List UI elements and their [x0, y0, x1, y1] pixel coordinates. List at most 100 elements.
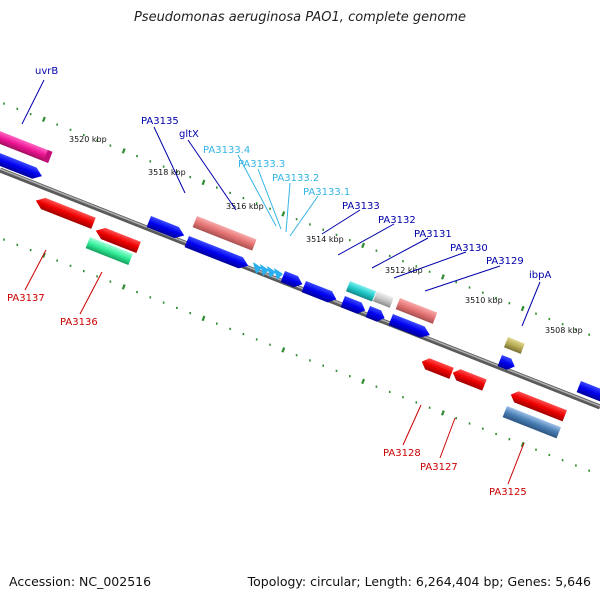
gene-label-PA3132[interactable]: PA3132 [378, 215, 416, 226]
track-dot [402, 396, 404, 399]
track-dot [468, 286, 471, 289]
track-dot [428, 270, 431, 273]
track-dot [56, 259, 58, 262]
track-dot [229, 191, 231, 194]
track-dot [508, 302, 511, 305]
track-dot [69, 264, 72, 267]
gene-label-PA3133.4[interactable]: PA3133.4 [203, 145, 250, 156]
track-dot [29, 113, 32, 116]
track-dot [136, 291, 138, 294]
gene-label-PA3137[interactable]: PA3137 [7, 293, 45, 304]
gene-label-PA3127[interactable]: PA3127 [420, 462, 458, 473]
track-dot [415, 265, 418, 268]
track-dot [322, 364, 324, 367]
track-dot [281, 211, 286, 217]
gene-PA3129[interactable] [395, 298, 438, 324]
gene-PA3133[interactable] [280, 271, 305, 290]
tick-label: 3512 kbp [385, 266, 423, 275]
gene-label-PA3129[interactable]: PA3129 [486, 256, 524, 267]
track-dot [201, 315, 206, 322]
track-dot [189, 312, 191, 315]
gene-gltX[interactable] [192, 216, 257, 251]
gene-label-ibpA[interactable]: ibpA [529, 270, 551, 281]
track-dot [309, 359, 311, 362]
gene-labels: uvrB PA3135 gltX PA3133.4 PA3133.3 PA313… [7, 66, 551, 498]
gene-PA3127[interactable] [451, 367, 487, 391]
track-dot [482, 291, 484, 294]
gene-PA3128[interactable] [420, 356, 454, 379]
track-dot [255, 202, 258, 205]
track-dot [16, 243, 19, 246]
gene-PA3136[interactable] [85, 237, 133, 266]
track-dot [375, 249, 378, 252]
track-dot [176, 306, 178, 309]
gene-label-gltX[interactable]: gltX [179, 129, 199, 140]
gene-forward-b[interactable] [365, 306, 387, 324]
track-dot [109, 280, 112, 283]
gene-PA3137[interactable] [34, 195, 96, 229]
tick-label: 3520 kbp [69, 135, 107, 144]
gene-forward-a[interactable] [340, 296, 368, 316]
gene-label-uvrB[interactable]: uvrB [35, 66, 58, 77]
track-dot [508, 438, 511, 441]
tick-label: 3508 kbp [545, 326, 583, 335]
track-dot [335, 233, 338, 236]
track-dot [83, 270, 85, 273]
gene-label-PA3128[interactable]: PA3128 [383, 448, 421, 459]
gene-forward-c[interactable] [388, 314, 432, 341]
track-dot [41, 116, 46, 123]
track-dot [242, 197, 245, 200]
gene-uvrB[interactable] [0, 127, 53, 163]
track-dot [149, 296, 152, 299]
track-dot [162, 165, 165, 168]
gene-label-PA3131[interactable]: PA3131 [414, 229, 452, 240]
gene-PA3132[interactable] [301, 281, 339, 305]
gene-label-PA3135[interactable]: PA3135 [141, 116, 179, 127]
track-dot [535, 448, 537, 451]
gene-forward-right[interactable] [576, 381, 600, 404]
track-dot [361, 378, 366, 385]
track-dot [482, 427, 484, 430]
track-dot [535, 312, 537, 315]
gene-PA3135[interactable] [146, 216, 187, 241]
track-dot [216, 322, 218, 325]
track-dot [415, 401, 418, 404]
tick-label: 3516 kbp [226, 202, 264, 211]
gene-PA3126[interactable] [509, 389, 567, 422]
gene-forward-d[interactable] [497, 355, 517, 372]
track-dot [440, 274, 445, 280]
gene-features [0, 127, 600, 439]
gene-PA3130[interactable] [372, 291, 394, 308]
track-dot [361, 242, 366, 249]
track-dot [216, 186, 218, 189]
gene-label-PA3133.2[interactable]: PA3133.2 [272, 173, 319, 184]
track-dot [548, 453, 551, 457]
gene-label-PA3133.1[interactable]: PA3133.1 [303, 187, 350, 198]
track-dot [121, 284, 126, 290]
track-dot [520, 305, 525, 312]
gene-forward-left[interactable] [0, 150, 44, 182]
gene-label-PA3133.3[interactable]: PA3133.3 [238, 159, 285, 170]
gene-PA3131[interactable] [345, 281, 377, 302]
gene-PA3137-b[interactable] [94, 225, 141, 254]
gene-label-PA3130[interactable]: PA3130 [450, 243, 488, 254]
gene-PA3125[interactable] [502, 406, 561, 439]
track-dot [83, 134, 85, 137]
track-dot [176, 170, 178, 173]
gene-label-PA3133[interactable]: PA3133 [342, 201, 380, 212]
track-dot [3, 102, 5, 105]
track-dot [136, 155, 138, 158]
track-dot [322, 228, 324, 231]
rna-genes[interactable] [253, 262, 283, 280]
gene-label-PA3125[interactable]: PA3125 [489, 487, 527, 498]
track-dot [255, 338, 258, 341]
gene-ibpA[interactable] [503, 337, 525, 354]
gene-PA3133-large[interactable] [184, 236, 251, 271]
track-dot [69, 128, 72, 131]
gene-label-PA3136[interactable]: PA3136 [60, 317, 98, 328]
track-dot [96, 275, 98, 278]
track-dot [335, 369, 338, 372]
track-dot [375, 385, 378, 388]
track-dot [201, 179, 206, 186]
